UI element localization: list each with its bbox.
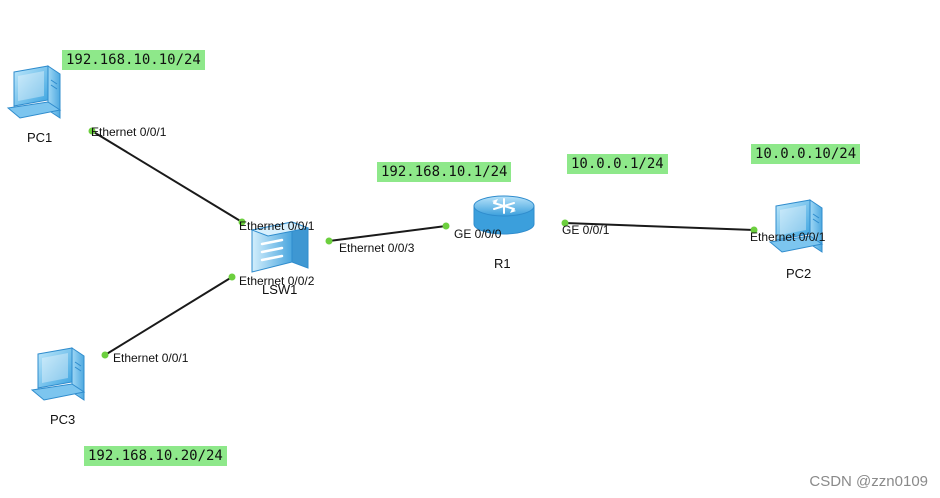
port-dot-pc3	[101, 351, 109, 359]
pc3-icon[interactable]	[31, 347, 85, 401]
pc2-icon[interactable]	[769, 199, 823, 253]
links	[91, 130, 755, 356]
link-pc3-lsw1	[104, 276, 233, 356]
r1-name: R1	[494, 256, 511, 271]
r1-ge0-label: GE 0/0/0	[454, 227, 502, 241]
pc2-port-label: Ethernet 0/0/1	[750, 230, 826, 244]
port-dot-r1-ge1	[561, 219, 569, 227]
port-dot-lsw1-e1	[238, 218, 246, 226]
router-icon[interactable]	[473, 195, 535, 235]
port-dot-lsw1-e2	[228, 273, 236, 281]
lsw1-port1-label: Ethernet 0/0/1	[239, 219, 315, 233]
lsw1-port3-label: Ethernet 0/0/3	[339, 241, 415, 255]
r1-ge0-ip-label: 192.168.10.1/24	[377, 162, 512, 182]
lsw1-name: LSW1	[262, 282, 298, 297]
pc3-port-label: Ethernet 0/0/1	[113, 351, 189, 365]
pc3-ip-label: 192.168.10.20/24	[84, 446, 227, 466]
pc2-name: PC2	[786, 266, 812, 281]
pc3-name: PC3	[50, 412, 76, 427]
pc1-port-label: Ethernet 0/0/1	[91, 125, 167, 139]
pc1-name: PC1	[27, 130, 53, 145]
lsw1-port2-label: Ethernet 0/0/2	[239, 274, 315, 288]
port-dot-pc1	[88, 127, 96, 135]
link-r1-pc2	[564, 222, 755, 231]
watermark: CSDN @zzn0109	[809, 473, 928, 490]
pc1-ip-label: 192.168.10.10/24	[62, 50, 205, 70]
r1-ge1-label: GE 0/0/1	[562, 223, 610, 237]
port-dot-pc2	[750, 226, 758, 234]
port-dot-r1-ge0	[442, 222, 450, 230]
pc2-ip-label: 10.0.0.10/24	[751, 144, 861, 164]
port-dot-lsw1-e3	[325, 237, 333, 245]
port-dots	[88, 127, 758, 359]
link-pc1-lsw1	[91, 130, 243, 223]
switch-icon[interactable]	[250, 221, 310, 273]
pc1-icon[interactable]	[7, 65, 61, 119]
r1-ge1-ip-label: 10.0.0.1/24	[567, 154, 668, 174]
link-lsw1-r1	[328, 225, 447, 242]
